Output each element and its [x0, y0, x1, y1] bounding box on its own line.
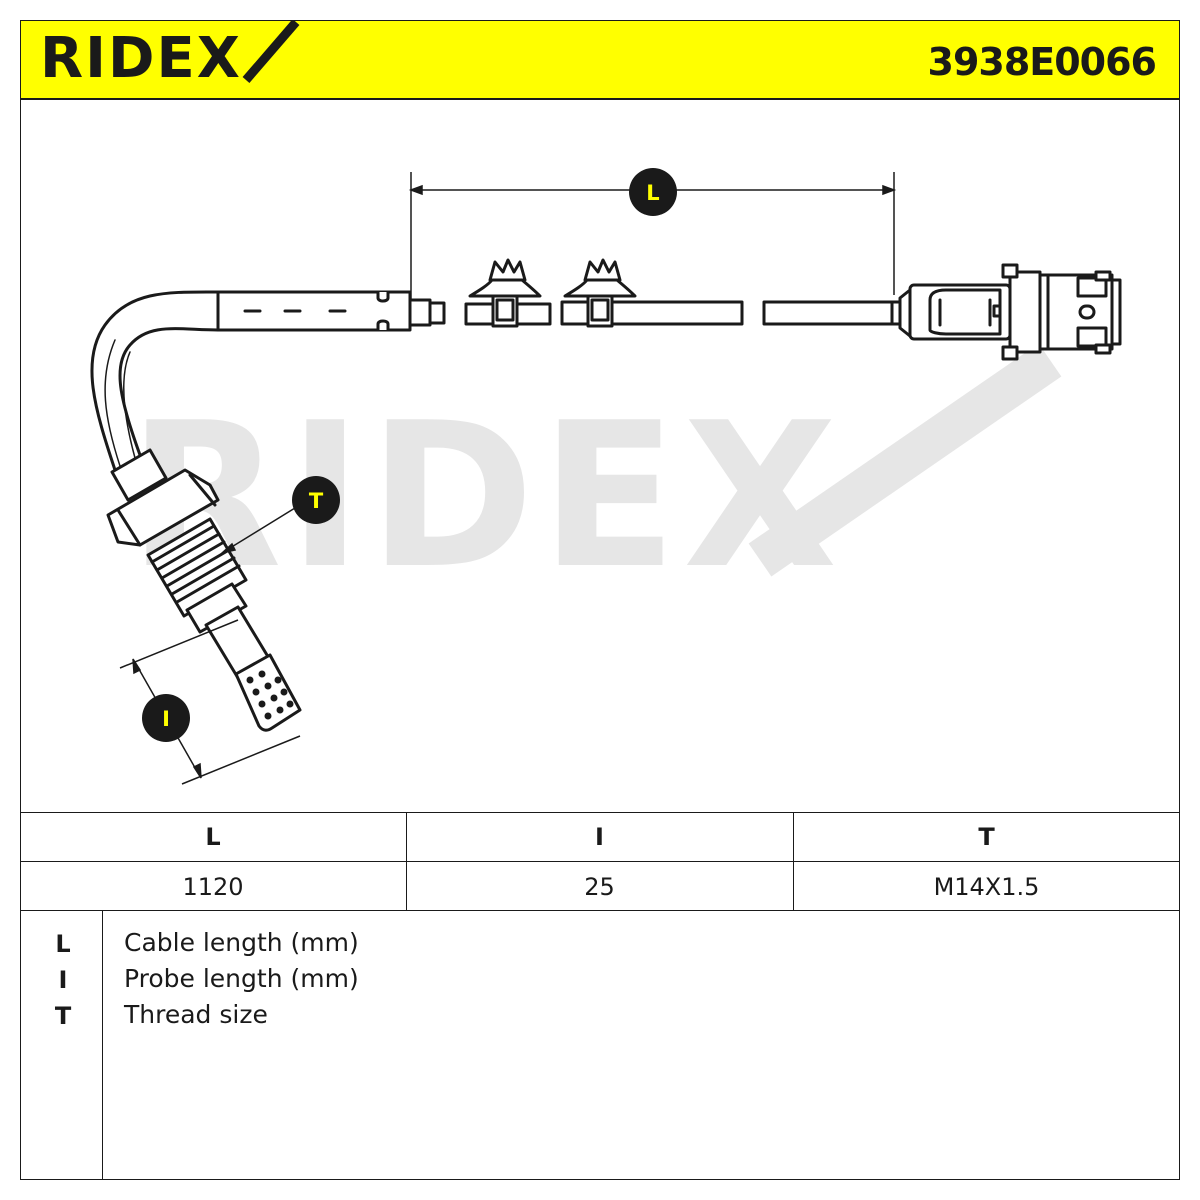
technical-drawing: RIDEX: [90, 168, 1122, 785]
legend-key-l: L: [55, 930, 71, 958]
table-value-l: 1120: [182, 873, 244, 901]
table-divider: [20, 910, 1180, 911]
legend-desc-cable-length: Cable length (mm): [124, 928, 359, 957]
svg-text:RIDEX: RIDEX: [40, 26, 242, 84]
cable-sleeve: [216, 290, 446, 332]
table-header-i: I: [595, 823, 604, 851]
cable-segment: [762, 300, 894, 326]
part-number: 3938E0066: [927, 40, 1157, 84]
sensor-probe: [106, 448, 302, 732]
dimension-line-probe-length: [119, 619, 301, 785]
table-header-t: T: [978, 823, 995, 851]
brand-logo: RIDEX: [40, 19, 300, 91]
table-value-i: 25: [584, 873, 615, 901]
svg-text:L: L: [646, 181, 659, 205]
legend: L Cable length (mm) I Probe length (mm) …: [20, 910, 1180, 1180]
callout-l: L: [629, 168, 677, 216]
legend-divider: [102, 910, 103, 1180]
electrical-connector: [890, 263, 1122, 361]
cable-clip: [468, 258, 542, 328]
callout-i: I: [142, 694, 190, 742]
table-value-t: M14X1.5: [933, 873, 1040, 901]
table-divider: [20, 861, 1180, 862]
svg-text:T: T: [309, 489, 324, 513]
legend-desc-thread-size: Thread size: [124, 1000, 268, 1029]
callout-t: T: [292, 476, 340, 524]
legend-key-t: T: [54, 1002, 72, 1030]
header-bar: [20, 20, 1180, 100]
legend-desc-probe-length: Probe length (mm): [124, 964, 359, 993]
specification-table: L I T 1120 25 M14X1.5: [20, 812, 1180, 911]
svg-text:RIDEX: RIDEX: [128, 380, 843, 613]
svg-text:I: I: [162, 707, 170, 731]
watermark: RIDEX: [128, 343, 1062, 613]
cable-clip: [563, 258, 637, 328]
table-column-divider: [793, 813, 794, 911]
table-column-divider: [406, 813, 407, 911]
legend-key-i: I: [58, 966, 68, 994]
table-header-l: L: [205, 823, 221, 851]
cable-bend: [90, 290, 220, 472]
leader-line-thread: [219, 507, 296, 555]
